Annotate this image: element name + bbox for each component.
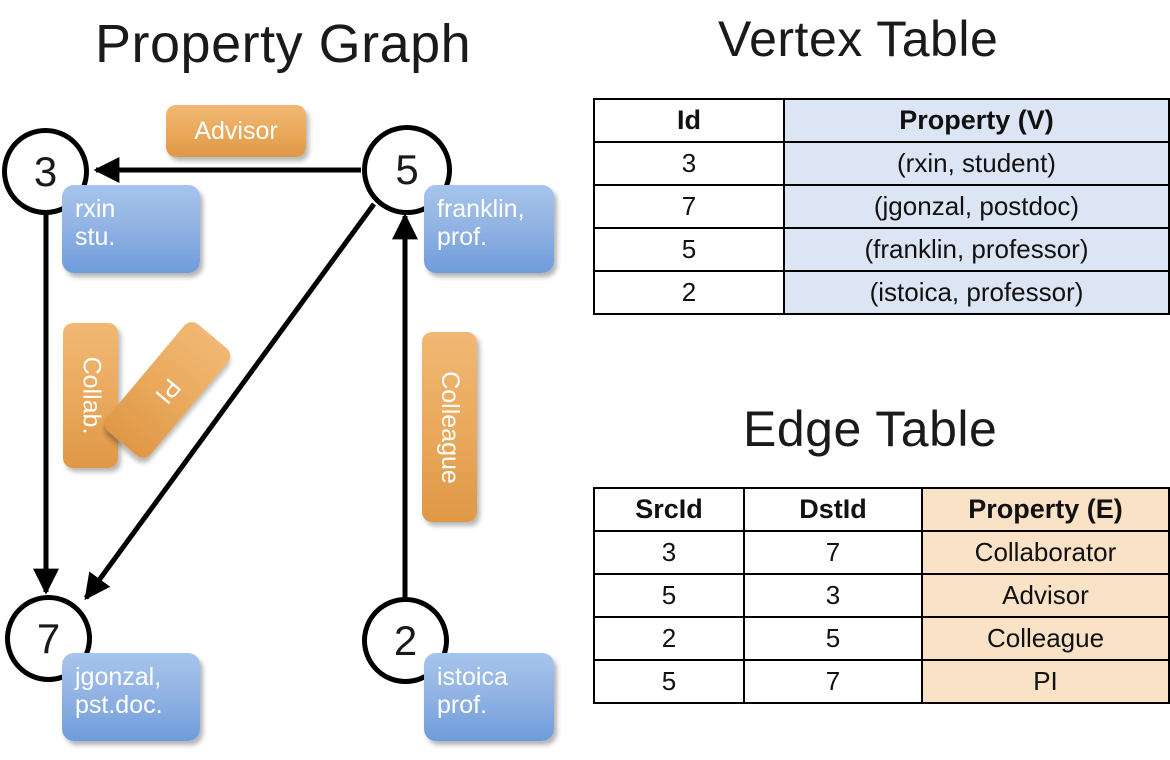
edge-label-pi-text: PI <box>149 372 187 409</box>
graph-node-5-label: 5 <box>395 146 419 193</box>
edge-table-header-row: SrcId DstId Property (E) <box>593 487 1170 532</box>
vertex-property-box-istoica[interactable]: istoica prof. <box>424 653 554 741</box>
edge-label-box-advisor[interactable]: Advisor <box>166 105 306 157</box>
vertex-table-header-row: Id Property (V) <box>593 98 1170 143</box>
graph-node-3-label: 3 <box>33 147 58 195</box>
edge-table-header-dstid: DstId <box>743 487 923 532</box>
vertex-cell-property: (istoica, professor) <box>783 270 1170 315</box>
vertex-property-jgonzal-line1: jgonzal, <box>75 663 162 691</box>
edge-cell-dst: 5 <box>743 616 923 661</box>
graph-edges-svg <box>33 157 418 605</box>
vertex-property-istoica-line1: istoica <box>437 663 508 691</box>
table-row[interactable]: 5 3 Advisor <box>593 573 1170 618</box>
edge-cell-src: 5 <box>593 659 745 704</box>
edge-cell-property: Collaborator <box>921 530 1170 575</box>
vertex-property-rxin-line1: rxin <box>75 195 116 223</box>
table-row[interactable]: 3 (rxin, student) <box>593 141 1170 186</box>
page-title-vertex-table: Vertex Table <box>718 11 999 67</box>
vertex-cell-id: 7 <box>593 184 785 229</box>
vertex-property-box-jgonzal[interactable]: jgonzal, pst.doc. <box>62 653 200 741</box>
vertex-cell-id: 5 <box>593 227 785 272</box>
vertex-cell-property: (franklin, professor) <box>783 227 1170 272</box>
vertex-cell-id: 3 <box>593 141 785 186</box>
vertex-cell-id: 2 <box>593 270 785 315</box>
vertex-property-jgonzal-line2: pst.doc. <box>75 691 163 719</box>
page-title-edge-table: Edge Table <box>743 401 998 457</box>
vertex-cell-property: (jgonzal, postdoc) <box>783 184 1170 229</box>
vertex-property-franklin-line1: franklin, <box>437 195 525 223</box>
vertex-cell-property: (rxin, student) <box>783 141 1170 186</box>
table-row[interactable]: 7 (jgonzal, postdoc) <box>593 184 1170 229</box>
edge-cell-property: Advisor <box>921 573 1170 618</box>
vertex-property-rxin-line2: stu. <box>75 223 116 251</box>
edge-label-advisor-text: Advisor <box>194 116 278 145</box>
table-row[interactable]: 5 7 PI <box>593 659 1170 704</box>
table-row[interactable]: 2 (istoica, professor) <box>593 270 1170 315</box>
edge-cell-property: Colleague <box>921 616 1170 661</box>
vertex-table-header-property: Property (V) <box>783 98 1170 143</box>
edge-cell-property: PI <box>921 659 1170 704</box>
property-graph-diagram: 3 5 7 2 rxin stu. franklin, prof. jgonza… <box>0 80 585 760</box>
edge-label-box-colleague[interactable]: Colleague <box>422 332 477 522</box>
edge-cell-src: 2 <box>593 616 745 661</box>
edge-cell-src: 5 <box>593 573 745 618</box>
edge-cell-dst: 7 <box>743 530 923 575</box>
edge-label-collaborator-text: Collab. <box>77 356 106 435</box>
graph-node-7-label: 7 <box>36 614 61 662</box>
graph-node-2-label: 2 <box>393 616 418 664</box>
vertex-property-franklin-line2: prof. <box>437 223 488 251</box>
vertex-property-box-franklin[interactable]: franklin, prof. <box>424 185 554 273</box>
edge-arrow-5-to-7 <box>83 202 377 601</box>
edge-cell-src: 3 <box>593 530 745 575</box>
table-row[interactable]: 2 5 Colleague <box>593 616 1170 661</box>
edge-table-header-property: Property (E) <box>921 487 1170 532</box>
edge-table-header-srcid: SrcId <box>593 487 745 532</box>
vertex-property-box-rxin[interactable]: rxin stu. <box>62 185 200 273</box>
edge-label-box-collaborator[interactable]: Collab. <box>63 323 118 468</box>
vertex-table: Id Property (V) 3 (rxin, student) 7 (jgo… <box>593 98 1170 315</box>
edge-label-colleague-text: Colleague <box>436 370 464 484</box>
graph-node-3[interactable]: 3 <box>2 128 89 215</box>
edge-cell-dst: 3 <box>743 573 923 618</box>
table-row[interactable]: 5 (franklin, professor) <box>593 227 1170 272</box>
table-row[interactable]: 3 7 Collaborator <box>593 530 1170 575</box>
edge-table: SrcId DstId Property (E) 3 7 Collaborato… <box>593 487 1170 704</box>
vertex-property-istoica-line2: prof. <box>437 691 488 719</box>
vertex-table-header-id: Id <box>593 98 785 143</box>
page-title-property-graph: Property Graph <box>95 14 472 74</box>
edge-cell-dst: 7 <box>743 659 923 704</box>
